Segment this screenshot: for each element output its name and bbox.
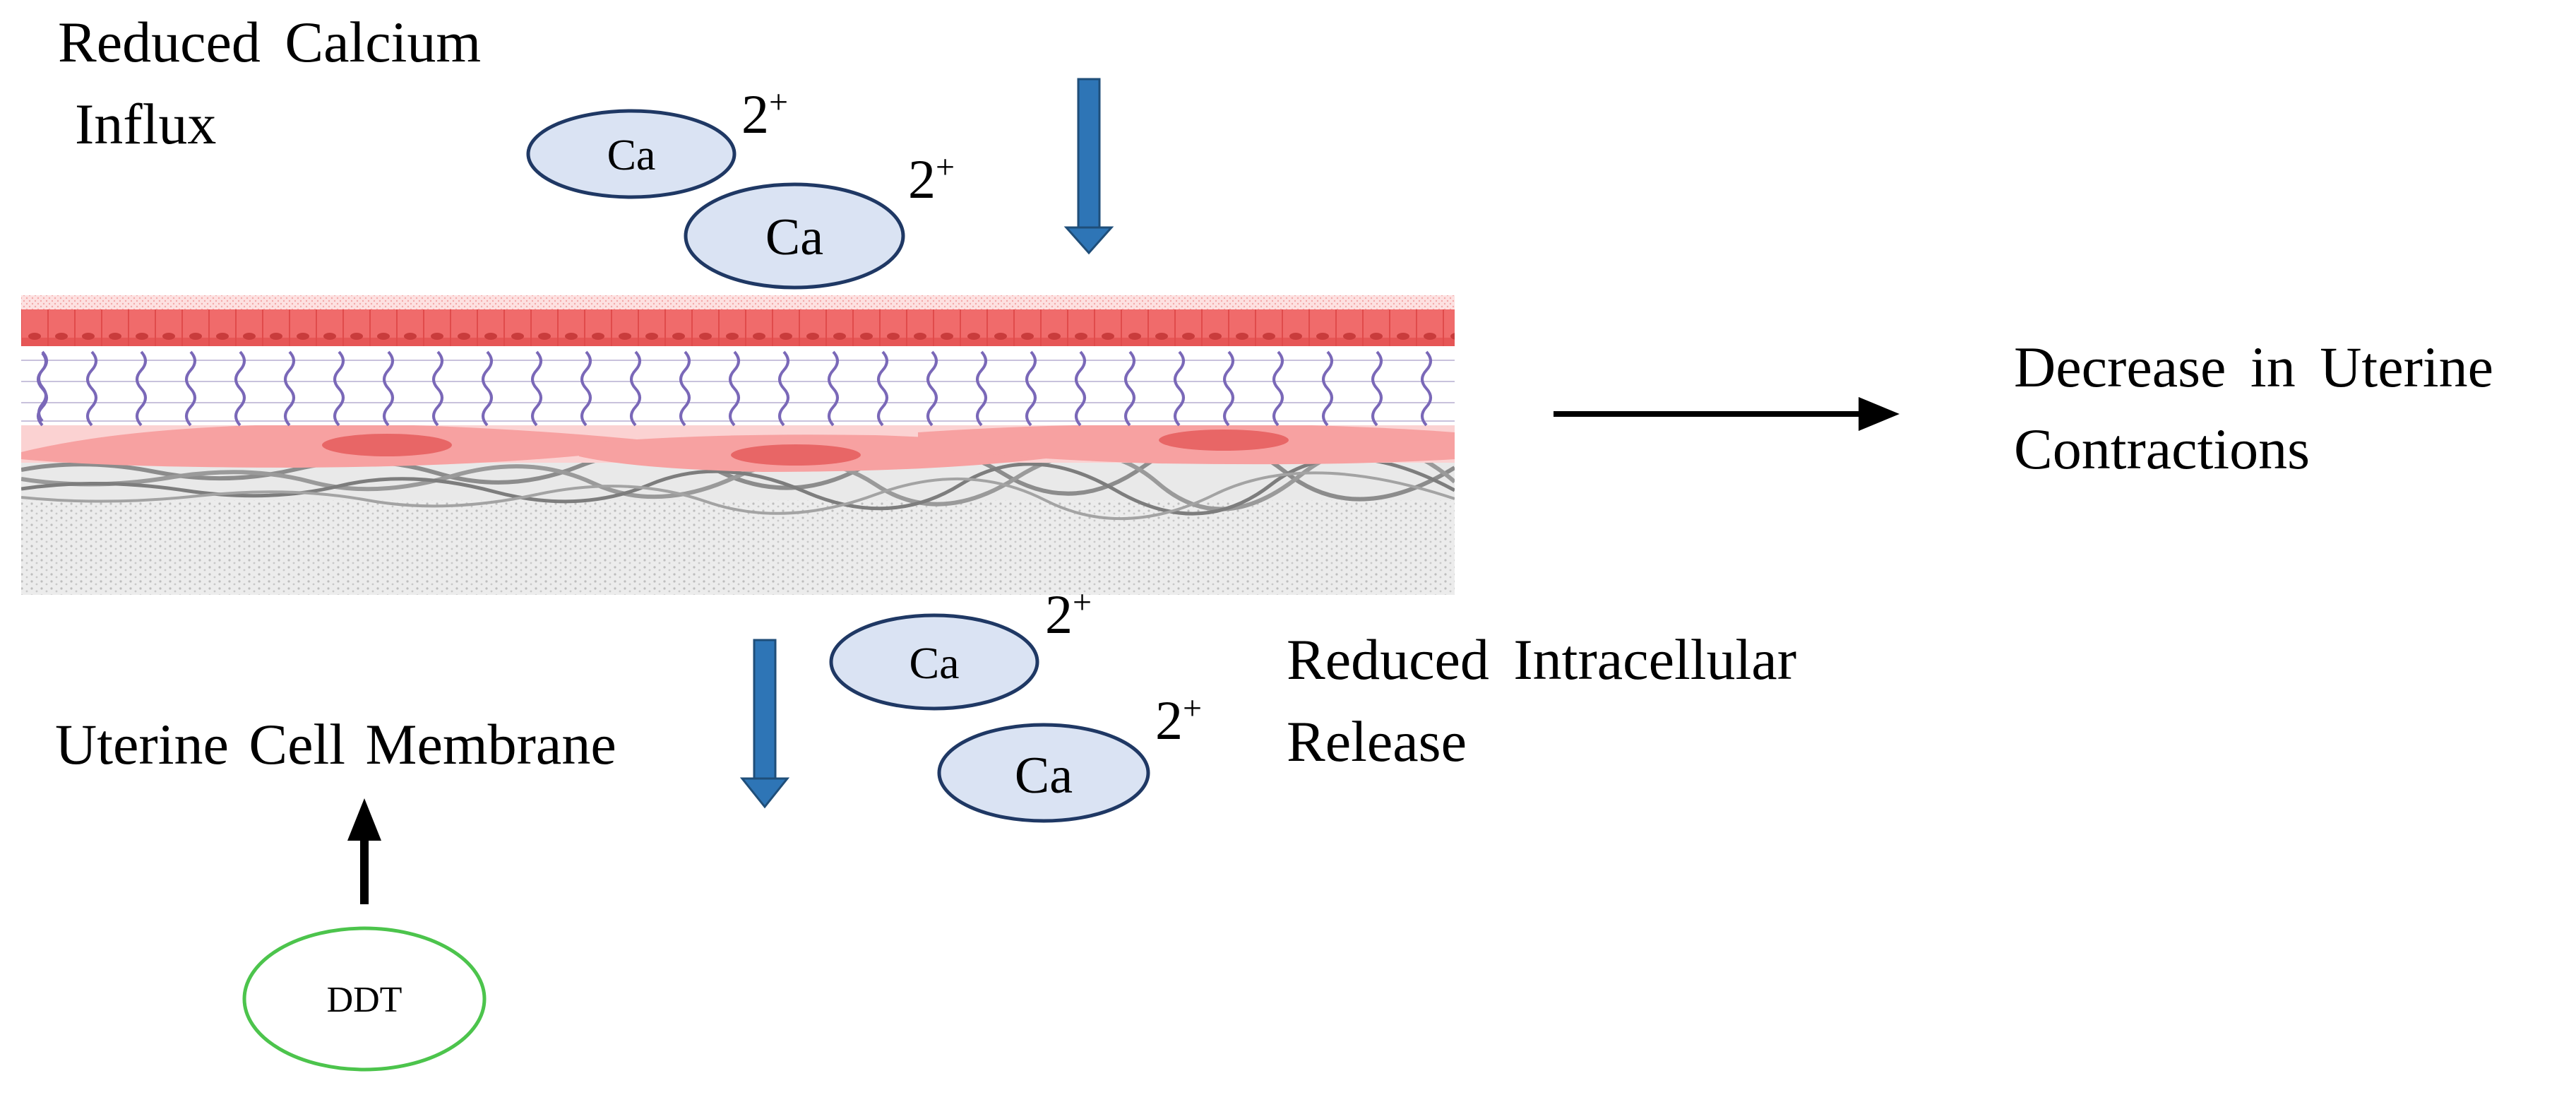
uterine-tissue-illustration: [21, 295, 1455, 595]
uterine-cell-membrane-label: Uterine Cell Membrane: [55, 712, 616, 776]
reduced-calcium-line2: Influx: [75, 92, 217, 156]
ddt-circle: DDT: [242, 926, 487, 1072]
connective-network-layer: [21, 345, 1455, 427]
release-down-arrow: [739, 639, 790, 809]
muscle-cell-layer: [21, 423, 1455, 472]
reduced-intracellular-line1: Reduced Intracellular: [1287, 627, 1797, 692]
stroma-layer: [21, 487, 1455, 595]
reduced-calcium-influx-label: Reduced Calcium Influx: [58, 1, 481, 165]
ion-charge: 2+: [741, 83, 788, 145]
decrease-line2: Contractions: [2014, 417, 2310, 481]
ion-symbol: Ca: [765, 208, 823, 266]
reduced-calcium-line1: Reduced Calcium: [58, 10, 482, 74]
calcium-ion-2: Ca 2+: [684, 148, 955, 290]
ion-charge: 2+: [1155, 689, 1202, 751]
ion-charge: 2+: [1045, 584, 1092, 645]
decrease-uterine-contractions-label: Decrease in Uterine Contractions: [2014, 326, 2493, 490]
epithelium-layer: [21, 295, 1455, 346]
ion-symbol: Ca: [607, 131, 656, 179]
calcium-ion-4: Ca 2+: [937, 689, 1202, 823]
up-arrow-from-ddt: [347, 798, 381, 904]
reduced-intracellular-release-label: Reduced Intracellular Release: [1287, 619, 1796, 783]
right-arrow-to-outcome: [1554, 397, 1900, 431]
ion-symbol: Ca: [909, 638, 959, 688]
reduced-intracellular-line2: Release: [1287, 709, 1467, 774]
calcium-ion-1: Ca 2+: [526, 83, 788, 199]
influx-down-arrow: [1063, 78, 1114, 255]
ddt-label: DDT: [327, 980, 402, 1020]
ion-charge: 2+: [908, 148, 955, 210]
calcium-ion-3: Ca 2+: [829, 584, 1092, 711]
ion-symbol: Ca: [1015, 747, 1073, 805]
decrease-line1: Decrease in Uterine: [2014, 335, 2494, 399]
